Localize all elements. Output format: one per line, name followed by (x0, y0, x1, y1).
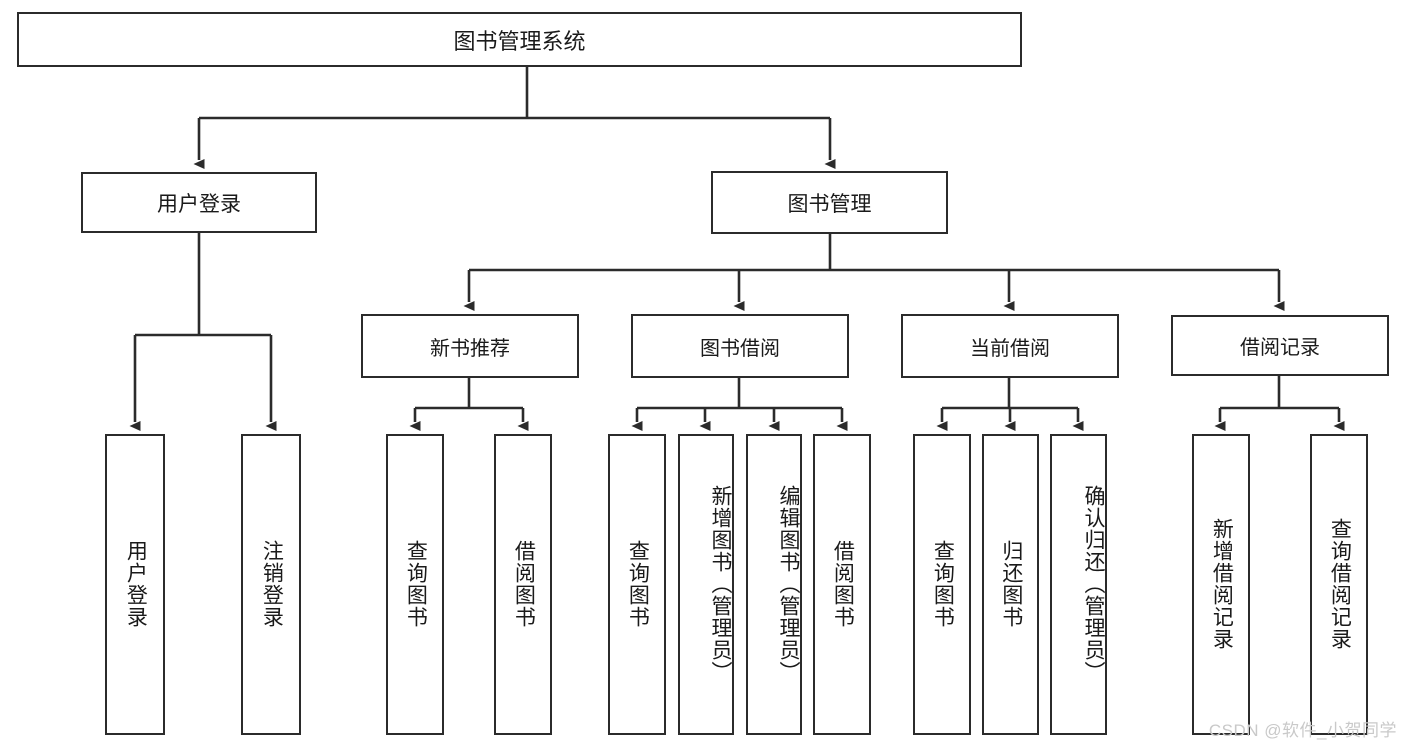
leaf-add-book-label: 新增图书（管理员） (709, 484, 732, 683)
leaf-query-book-1[interactable]: 查询图书 (386, 434, 444, 735)
leaf-borrow-book-1-label: 借阅图书 (512, 539, 536, 628)
leaf-query-book-2-label: 查询图书 (626, 539, 650, 628)
leaf-return-book-label: 归还图书 (999, 539, 1023, 628)
leaf-borrow-book-2-label: 借阅图书 (831, 539, 855, 628)
node-new-book-recommend-label: 新书推荐 (430, 337, 510, 360)
leaf-add-record[interactable]: 新增借阅记录 (1192, 434, 1250, 735)
node-book-management-label: 图书管理 (787, 192, 872, 216)
leaf-confirm-return-label: 确认归还（管理员） (1082, 484, 1105, 683)
leaf-logout-login[interactable]: 注销登录 (241, 434, 301, 735)
node-book-management[interactable]: 图书管理 (711, 171, 948, 234)
node-user-login[interactable]: 用户登录 (81, 172, 317, 233)
leaf-user-login[interactable]: 用户登录 (105, 434, 165, 735)
leaf-edit-book-label: 编辑图书（管理员） (777, 484, 800, 683)
leaf-query-book-1-label: 查询图书 (404, 539, 428, 628)
node-borrow-record-label: 借阅记录 (1240, 337, 1320, 359)
leaf-edit-book[interactable]: 编辑图书（管理员） (746, 434, 802, 735)
leaf-user-login-label: 用户登录 (124, 539, 148, 628)
node-borrow-record[interactable]: 借阅记录 (1171, 315, 1389, 376)
leaf-confirm-return[interactable]: 确认归还（管理员） (1050, 434, 1107, 735)
node-root[interactable]: 图书管理系统 (17, 12, 1022, 67)
leaf-query-record[interactable]: 查询借阅记录 (1310, 434, 1368, 735)
leaf-add-book[interactable]: 新增图书（管理员） (678, 434, 734, 735)
leaf-borrow-book-1[interactable]: 借阅图书 (494, 434, 552, 735)
leaf-query-book-2[interactable]: 查询图书 (608, 434, 666, 735)
leaf-query-book-3-label: 查询图书 (931, 539, 955, 628)
leaf-query-book-3[interactable]: 查询图书 (913, 434, 971, 735)
node-root-label: 图书管理系统 (453, 28, 586, 54)
leaf-add-record-label: 新增借阅记录 (1210, 517, 1234, 650)
leaf-borrow-book-2[interactable]: 借阅图书 (813, 434, 871, 735)
node-user-login-label: 用户登录 (157, 192, 241, 216)
node-current-borrow-label: 当前借阅 (970, 337, 1050, 360)
node-new-book-recommend[interactable]: 新书推荐 (361, 314, 579, 378)
leaf-logout-login-label: 注销登录 (260, 539, 284, 628)
node-book-borrow-label: 图书借阅 (700, 337, 780, 360)
leaf-return-book[interactable]: 归还图书 (982, 434, 1039, 735)
node-book-borrow[interactable]: 图书借阅 (631, 314, 849, 378)
node-current-borrow[interactable]: 当前借阅 (901, 314, 1119, 378)
leaf-query-record-label: 查询借阅记录 (1328, 517, 1352, 650)
